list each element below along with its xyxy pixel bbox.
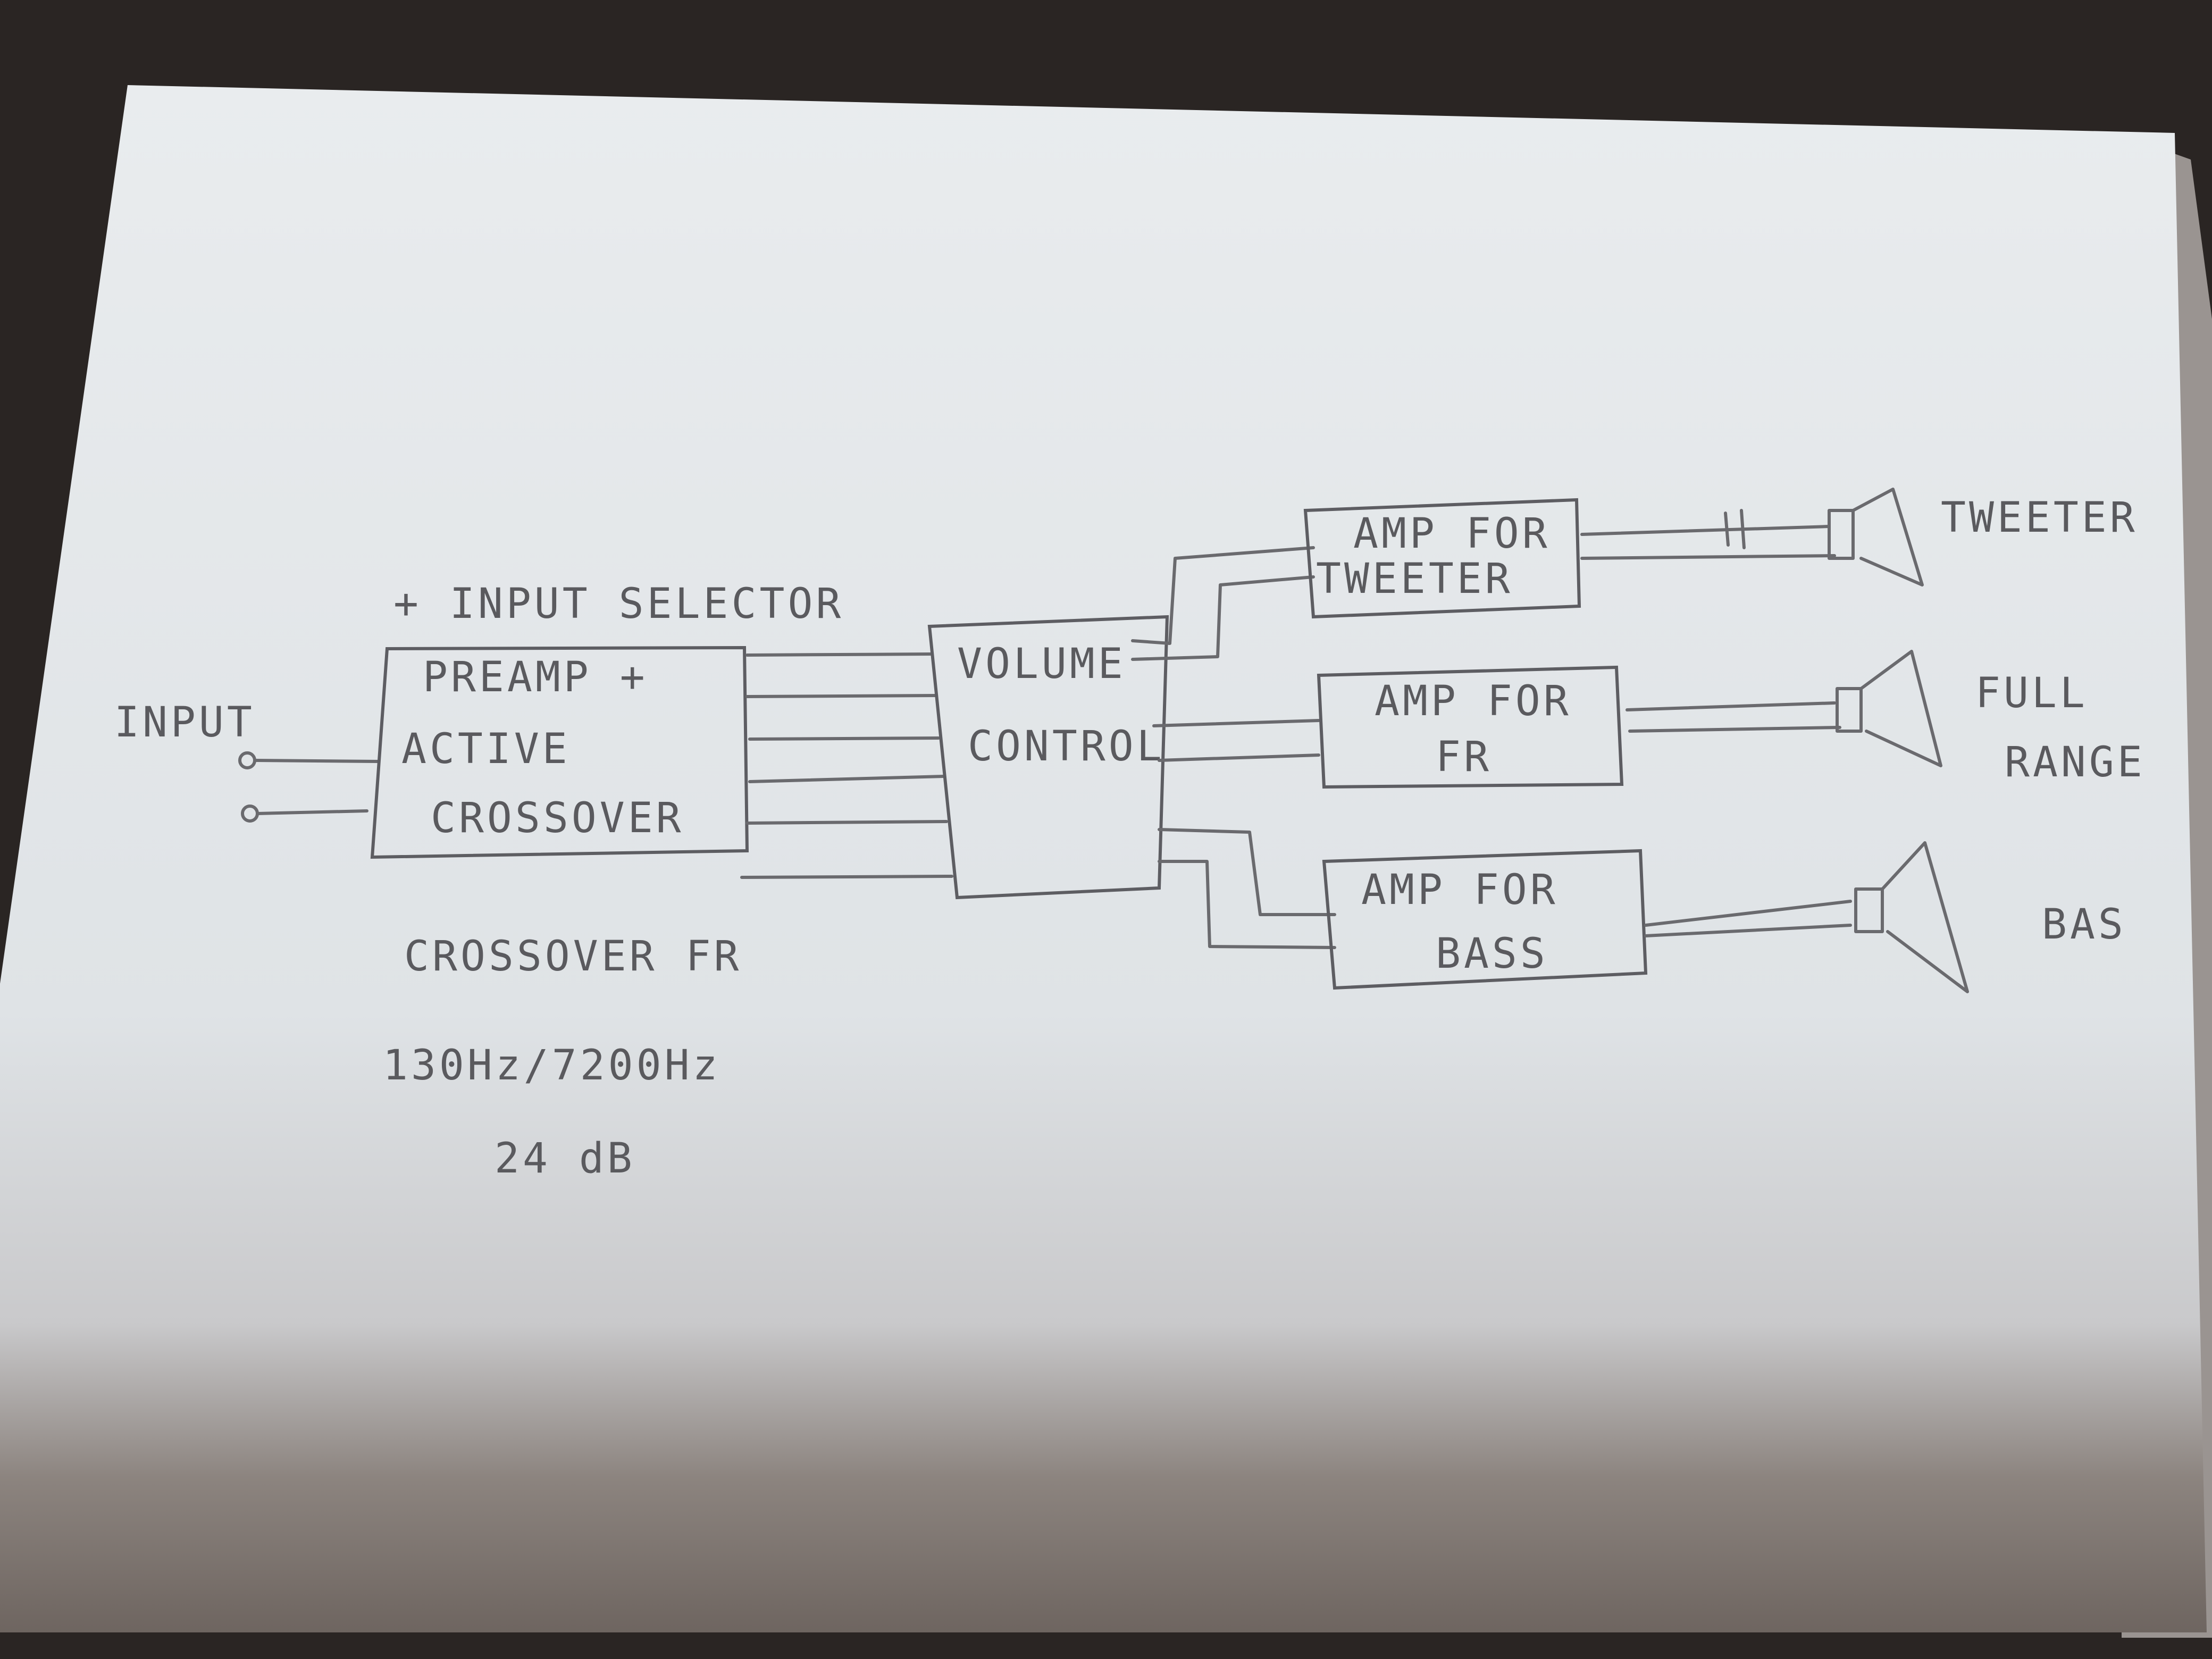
speaker-tweeter-icon — [1828, 488, 1924, 586]
crossover-notes: CROSSOVER FR 130Hz/7200Hz 24 dB — [383, 933, 742, 1183]
amp-to-speaker-wires — [1580, 509, 1852, 937]
speaker-bass-icon — [1854, 841, 1969, 993]
amp-tweeter-line1: AMP FOR — [1353, 510, 1551, 558]
amp-bass-box — [1322, 849, 1648, 990]
volume-to-amps-wires — [1131, 546, 1336, 949]
volume-line2: CONTROL — [968, 723, 1165, 770]
speaker-bass-label: BAS — [2042, 901, 2126, 949]
speaker-tweeter-label: TWEETER — [1941, 494, 2138, 542]
volume-box — [927, 615, 1169, 900]
crossover-frequencies: 130Hz/7200Hz — [383, 1042, 721, 1090]
input-section: INPUT — [114, 699, 379, 823]
amp-bass-block: AMP FOR BASS — [1322, 849, 1648, 990]
paper-sheet — [0, 85, 2207, 1632]
preamp-line2: ACTIVE — [401, 725, 571, 773]
crossover-slope: 24 dB — [495, 1135, 635, 1183]
preamp-line3: CROSSOVER — [431, 794, 684, 842]
preamp-line1: PREAMP + — [423, 653, 648, 701]
preamp-block: + INPUT SELECTOR PREAMP + ACTIVE CROSSOV… — [370, 580, 844, 859]
amp-bass-line2: BASS — [1436, 930, 1548, 978]
amp-tweeter-box — [1303, 498, 1581, 619]
speaker-full-range-icon — [1836, 650, 1942, 767]
tweeter-capacitor-plate2 — [1740, 509, 1746, 549]
input-selector-label: + INPUT SELECTOR — [393, 580, 844, 628]
amp-bass-line1: AMP FOR — [1361, 866, 1559, 914]
amp-fr-line2: FR — [1436, 733, 1492, 781]
tweeter-capacitor-plate1 — [1724, 512, 1730, 547]
speaker-full-range-label-line1: FULL — [1975, 669, 2088, 717]
amp-fr-line1: AMP FOR — [1375, 677, 1572, 725]
crossover-note-label: CROSSOVER FR — [404, 933, 742, 981]
amp-fr-block: AMP FOR FR — [1317, 665, 1624, 789]
amp-tweeter-block: AMP FOR TWEETER — [1303, 498, 1581, 619]
input-wire-bottom — [256, 809, 368, 815]
speaker-full-range-label-line2: RANGE — [2005, 739, 2146, 786]
volume-block: VOLUME CONTROL — [927, 615, 1169, 900]
amp-fr-box — [1317, 665, 1624, 789]
preamp-to-volume-wires — [740, 652, 953, 879]
input-label: INPUT — [114, 699, 255, 747]
input-wire-top — [253, 759, 379, 763]
amp-tweeter-line2: TWEETER — [1316, 555, 1513, 603]
preamp-box — [370, 646, 749, 859]
volume-line1: VOLUME — [957, 640, 1126, 688]
